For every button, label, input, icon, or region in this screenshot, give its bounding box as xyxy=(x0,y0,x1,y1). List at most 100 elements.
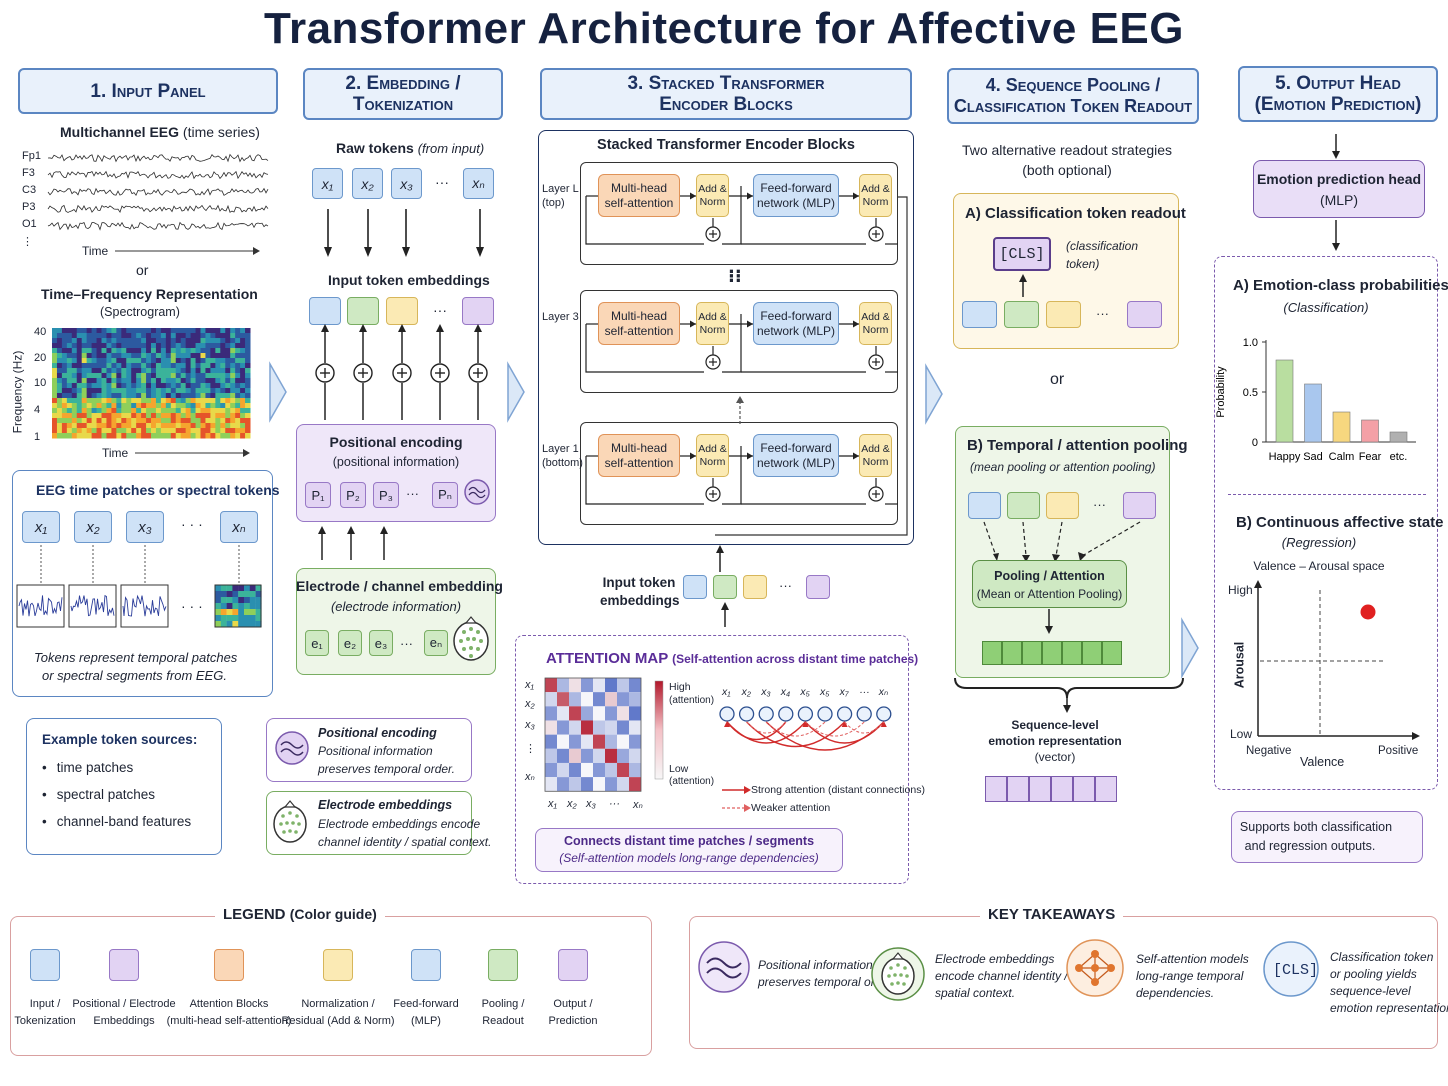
attention-cell xyxy=(629,762,641,778)
cls-icon-takeaway xyxy=(1263,941,1319,997)
embedding-token xyxy=(462,297,494,325)
attention-seq-node xyxy=(719,706,735,722)
takeaway-2-l3: spatial context. xyxy=(935,986,1016,1000)
sequence-vector-cell xyxy=(985,776,1007,802)
sequence-vector-cell xyxy=(1007,776,1029,802)
va-high: High xyxy=(1228,583,1253,597)
pooled-vector-cell xyxy=(1082,641,1102,665)
valence-arousal-plot xyxy=(1254,580,1420,740)
arrow-3-4 xyxy=(925,363,943,425)
attention-arcs xyxy=(719,706,892,751)
emotion-head-label-1: Emotion prediction head xyxy=(1256,171,1422,187)
freq-tick: 1 xyxy=(34,431,41,443)
head-icon-legend xyxy=(273,800,307,843)
encoder-input-arrow-2 xyxy=(721,602,729,627)
class-prob-title: A) Emotion-class probabilities xyxy=(1233,277,1448,294)
attention-cell xyxy=(569,762,581,778)
legend-label: Feed-forward xyxy=(393,998,459,1010)
y-tick-label: 0 xyxy=(1252,437,1258,449)
attention-col-label: x₃ xyxy=(586,798,596,810)
encoder-stack-title: Stacked Transformer Encoder Blocks xyxy=(597,137,855,153)
pooled-vector-cell xyxy=(1062,641,1082,665)
attention-cell xyxy=(605,777,617,792)
attention-seq-node xyxy=(797,706,814,722)
legend-electrode-title: Electrode embeddings xyxy=(318,798,453,812)
eeg-channel-label: P3 xyxy=(22,201,36,213)
positional-title: Positional encoding xyxy=(329,434,463,450)
attention-cell xyxy=(569,748,581,763)
add-norm-block: Add &Norm xyxy=(859,174,892,217)
page-title: Transformer Architecture for Affective E… xyxy=(264,4,1184,53)
patch-token: x₂ xyxy=(74,511,112,543)
cls-note-1: (classification xyxy=(1066,239,1139,253)
encoder-layer-wiring xyxy=(585,314,898,373)
legend-swatch-blue xyxy=(30,949,60,981)
patch-signals xyxy=(16,545,262,628)
freq-tick: 40 xyxy=(34,326,47,338)
eeg-channel-label: Fp1 xyxy=(22,150,41,162)
attention-cell xyxy=(581,720,593,735)
attention-cell xyxy=(593,706,605,721)
attention-map-box xyxy=(515,635,909,884)
attention-row-label: xₙ xyxy=(525,771,535,783)
temporal-pooling-box xyxy=(955,426,1170,678)
network-icon-takeaway xyxy=(1066,939,1124,997)
attention-row-label: ⋮ xyxy=(525,743,536,755)
elec-up-arrows xyxy=(318,526,388,560)
takeaway-4-l2: or pooling yields xyxy=(1330,967,1417,981)
attention-row-label: x₃ xyxy=(525,719,535,731)
attention-caption-box xyxy=(535,828,843,872)
attention-seq-label: x₁ xyxy=(722,686,731,698)
eeg-channel-label: F3 xyxy=(22,167,35,179)
cls-seq-token-2 xyxy=(1004,301,1039,328)
attention-cell xyxy=(557,720,569,735)
emb-ellipsis: ··· xyxy=(433,302,447,318)
attention-cell xyxy=(593,777,605,792)
legend-swatch-orange xyxy=(214,949,244,981)
pooling-attention-label-2: (Mean or Attention Pooling) xyxy=(976,587,1123,601)
attention-cell xyxy=(605,720,617,735)
patch-signal xyxy=(18,595,63,617)
attention-title: ATTENTION MAP (Self-attention across dis… xyxy=(546,650,919,667)
va-negative: Negative xyxy=(1246,745,1292,757)
encoder-input-ellipsis: ··· xyxy=(779,578,792,593)
attention-low-sub: (attention) xyxy=(669,776,715,787)
legend-label: Residual (Add & Norm) xyxy=(281,1015,395,1027)
raw-tokens-title: Raw tokens (from input) xyxy=(336,140,485,156)
legend-label: Input / xyxy=(29,998,61,1010)
add-norm-block: Add &Norm xyxy=(859,302,892,345)
tf-time-label: Time xyxy=(102,446,129,460)
head-icon-takeaway xyxy=(871,947,925,1001)
pooling-attention-box xyxy=(972,560,1127,608)
attention-col-label: ··· xyxy=(609,798,620,810)
electrode-token: e₃ xyxy=(369,630,393,656)
support-text-2: and regression outputs. xyxy=(1244,839,1376,853)
attention-cell xyxy=(545,748,557,763)
attention-cell xyxy=(581,706,593,721)
attention-cell xyxy=(569,734,581,749)
temporal-pooling-subtitle: (mean pooling or attention pooling) xyxy=(970,460,1156,474)
attention-seq-label: x₅ xyxy=(800,686,810,698)
attention-cell xyxy=(629,692,641,707)
output-top-arrow xyxy=(1332,134,1340,159)
attention-cell xyxy=(569,706,581,721)
encoder-input-token-2 xyxy=(713,575,737,599)
seq-rep-3: (vector) xyxy=(1034,750,1076,764)
attention-cell xyxy=(593,692,605,707)
sources-title: Example token sources: xyxy=(42,732,198,747)
legend-label: Tokenization xyxy=(14,1015,76,1027)
cls-seq-token-3 xyxy=(1046,301,1081,328)
attention-seq-label: x₄ xyxy=(780,686,791,698)
attention-cell xyxy=(545,734,557,749)
attention-cell xyxy=(545,678,557,693)
attention-seq-node xyxy=(836,706,853,722)
attention-cell xyxy=(545,720,557,735)
y-tick-label: 1.0 xyxy=(1243,337,1258,349)
cls-up-arrow xyxy=(1019,274,1027,297)
add-norm-block: Add &Norm xyxy=(696,174,729,217)
pool-seq-ellipsis: ··· xyxy=(1093,497,1106,512)
attention-cell xyxy=(629,777,641,792)
